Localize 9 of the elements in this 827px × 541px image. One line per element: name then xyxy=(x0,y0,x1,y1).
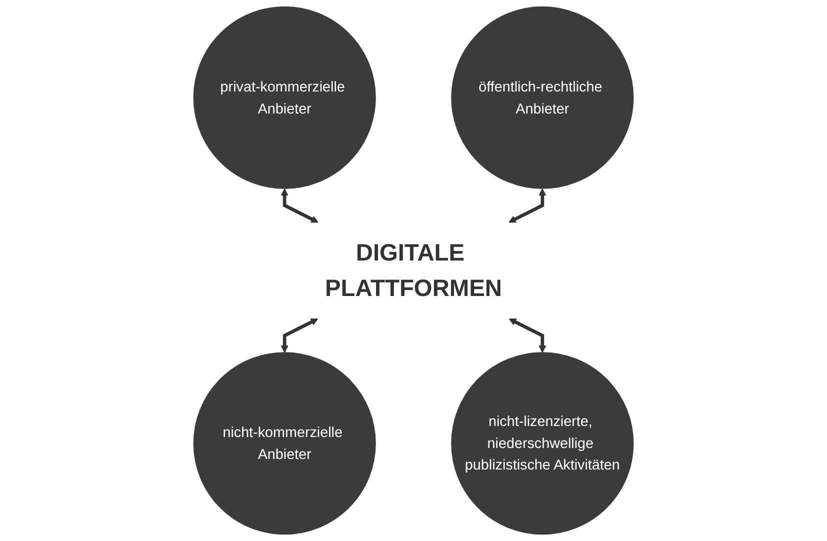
arrow xyxy=(280,318,318,353)
node-circle: nicht-lizenzierte, niederschwellige publizistische Aktivitäten xyxy=(451,352,634,535)
node-circle: öffentlich-rechtliche Anbieter xyxy=(451,6,634,189)
node-circle: nicht-kommerzielle Anbieter xyxy=(193,352,376,535)
node-text: DIGITALE PLATTFORMEN xyxy=(324,239,502,301)
arrow xyxy=(508,188,546,223)
node-circle: privat-kommerzielle Anbieter xyxy=(193,6,376,189)
arrow xyxy=(508,318,546,353)
arrow xyxy=(280,188,318,223)
